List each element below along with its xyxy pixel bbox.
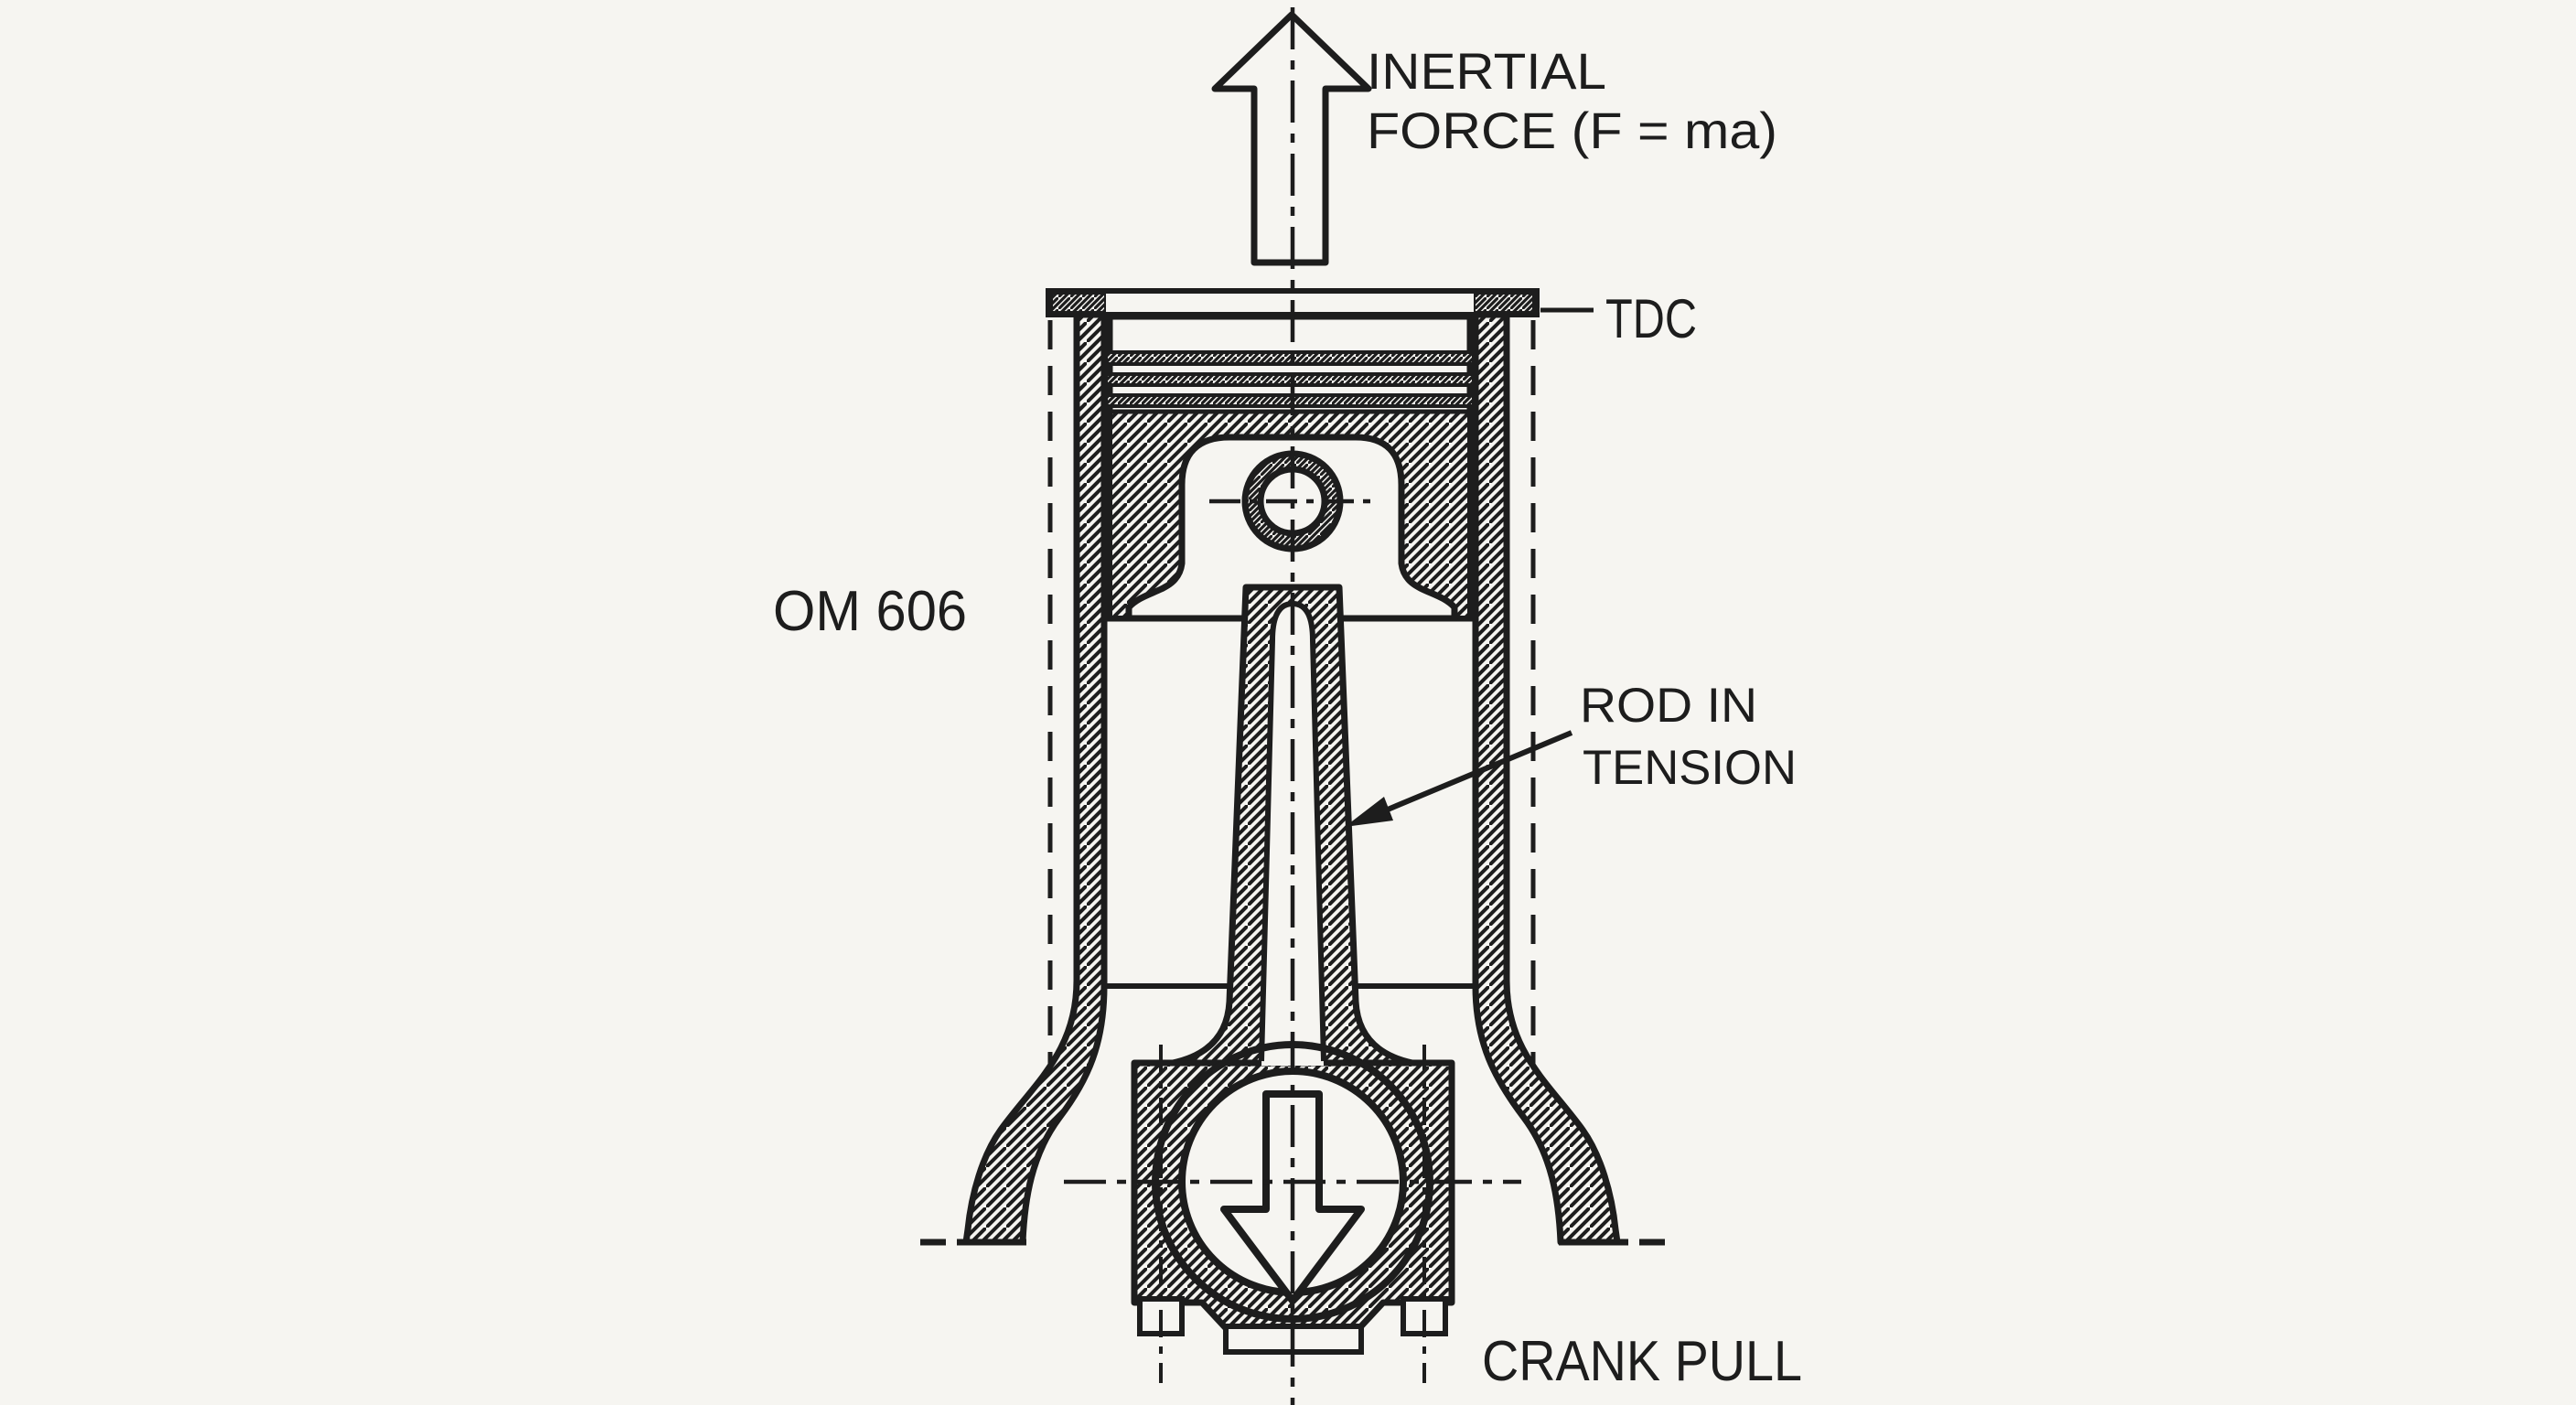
- inertial-force-label-line1: INERTIAL: [1367, 42, 1606, 100]
- rod-tension-arrowhead-icon: [1345, 797, 1393, 827]
- piston-ring-1: [1104, 350, 1476, 366]
- annotation-labels: INERTIAL FORCE (F = ma) TDC OM 606 ROD I…: [773, 42, 1802, 1393]
- tdc-label: TDC: [1605, 288, 1697, 349]
- bore-extension-lines: [1047, 320, 1536, 1066]
- leaders: [1345, 307, 1594, 827]
- flange-hatch-left: [1051, 293, 1106, 313]
- crankcase-feet: [920, 983, 1665, 1246]
- flange-hatch-right: [1474, 293, 1534, 313]
- centerlines: [1064, 7, 1521, 1405]
- rod-in-tension-label-line2: TENSION: [1583, 741, 1797, 795]
- piston-ring-3: [1104, 393, 1476, 408]
- inertial-force-label-line2: FORCE (F = ma): [1367, 102, 1777, 159]
- piston-ring-2: [1104, 372, 1476, 387]
- crank-pull-label: CRANK PULL: [1482, 1330, 1802, 1393]
- rod-in-tension-label-line1: ROD IN: [1580, 679, 1757, 733]
- engine-model-label: OM 606: [773, 580, 967, 643]
- rod-tension-leader-line: [1375, 730, 1573, 817]
